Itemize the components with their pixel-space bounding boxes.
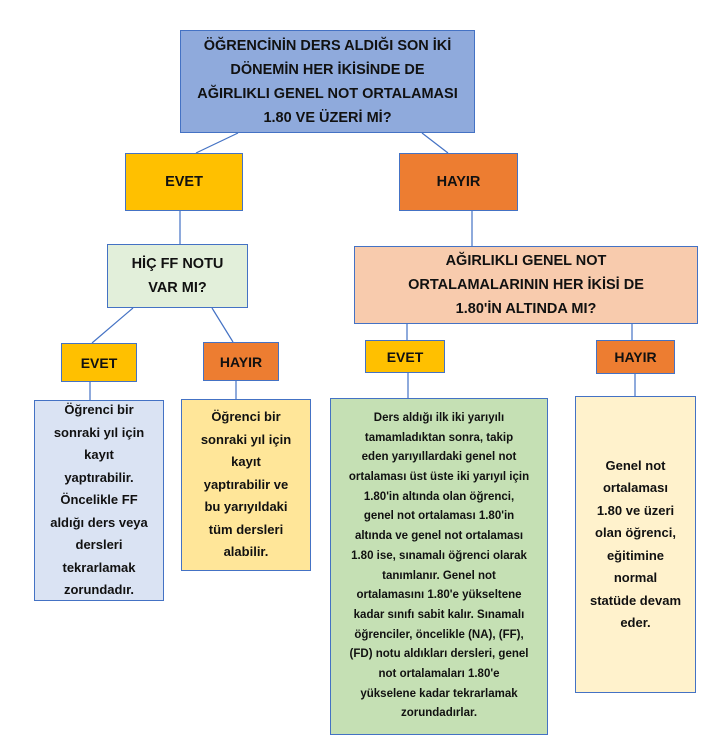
ff-yes-result-text: Öğrenci bir sonraki yıl için kayıt yaptı… xyxy=(50,402,148,598)
gpa-below-question-text: AĞIRLIKLI GENEL NOT ORTALAMALARININ HER … xyxy=(408,253,644,317)
ff-no-box: HAYIR xyxy=(203,342,279,381)
root-question-text: ÖĞRENCİNİN DERS ALDIĞI SON İKİ DÖNEMİN H… xyxy=(197,37,458,126)
below-no-label: HAYIR xyxy=(614,349,657,365)
ff-no-result-text: Öğrenci bir sonraki yıl için kayıt yaptı… xyxy=(200,409,292,560)
right-no-box: HAYIR xyxy=(399,153,518,211)
below-yes-label: EVET xyxy=(386,348,424,365)
probation-result-box: Ders aldığı ilk iki yarıyılı tamamladıkt… xyxy=(330,398,548,735)
ff-yes-box: EVET xyxy=(61,343,137,382)
ff-no-result-box: Öğrenci bir sonraki yıl için kayıt yaptı… xyxy=(181,399,311,571)
ff-yes-result-box: Öğrenci bir sonraki yıl için kayıt yaptı… xyxy=(34,400,164,601)
ff-yes-label: EVET xyxy=(80,354,118,371)
left-yes-label: EVET xyxy=(165,174,203,190)
probation-result-text: Ders aldığı ilk iki yarıyılı tamamladıkt… xyxy=(348,411,530,720)
gpa-below-question-box: AĞIRLIKLI GENEL NOT ORTALAMALARININ HER … xyxy=(354,246,698,324)
normal-status-result-box: Genel not ortalaması 1.80 ve üzeri olan … xyxy=(575,396,696,693)
below-yes-box: EVET xyxy=(365,340,445,373)
ff-no-label: HAYIR xyxy=(219,353,263,370)
left-yes-box: EVET xyxy=(125,153,243,211)
right-no-label: HAYIR xyxy=(436,174,481,190)
below-no-box: HAYIR xyxy=(596,340,675,374)
root-question-box: ÖĞRENCİNİN DERS ALDIĞI SON İKİ DÖNEMİN H… xyxy=(180,30,475,133)
normal-status-result-text: Genel not ortalaması 1.80 ve üzeri olan … xyxy=(589,457,682,631)
ff-question-text: HİÇ FF NOTU VAR MI? xyxy=(131,256,224,296)
ff-question-box: HİÇ FF NOTU VAR MI? xyxy=(107,244,248,308)
